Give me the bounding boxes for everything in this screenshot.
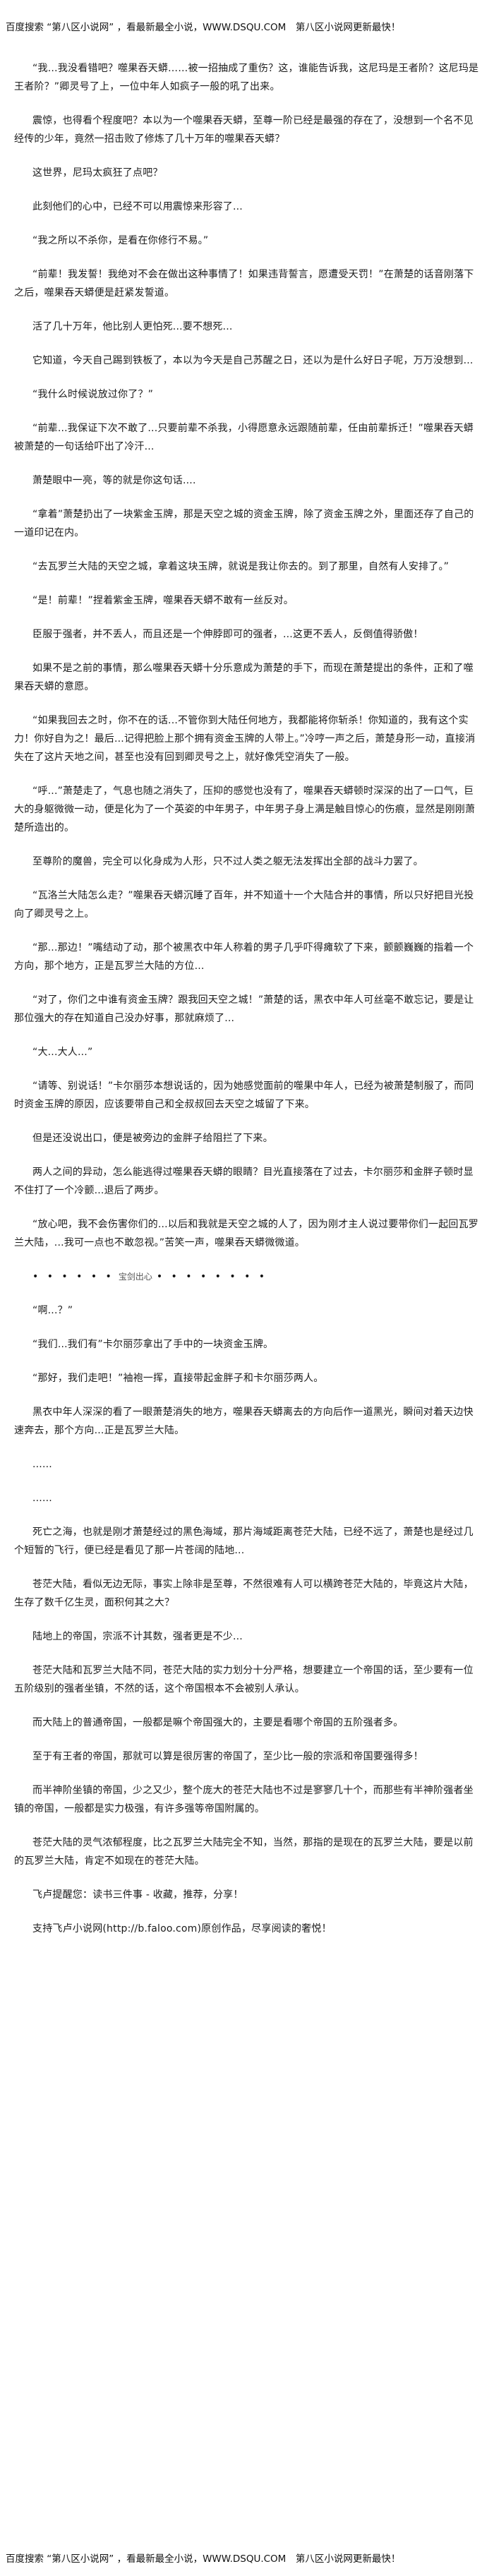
paragraph: 陆地上的帝国，宗派不计其数，强者更是不少...: [32, 1631, 243, 1642]
separator-dots-left: • • • • • •: [32, 1271, 114, 1282]
paragraph: “放心吧，我不会伤害你们的...以后和我就是天空之城的人了，因为刚才主人说过要带…: [14, 1219, 479, 1248]
paragraph: 而大陆上的普通帝国，一般都是嘛个帝国强大的，主要是看哪个帝国的五阶强者多。: [32, 1717, 404, 1728]
paragraph: 如果不是之前的事情，那么噬果吞天蟒十分乐意成为萧楚的手下，而现在萧楚提出的条件，…: [14, 663, 474, 692]
paragraph: 至尊阶的魔兽，完全可以化身成为人形，只不过人类之躯无法发挥出全部的战斗力罢了。: [32, 856, 423, 867]
paragraph: “那...那边！”嘴结动了动，那个被黑衣中年人称着的男子几乎吓得瘫软了下来，颤颤…: [14, 942, 474, 972]
footer-ad-banner: 百度搜索 “第八区小说网” ，看最新最全小说，WWW.DSQU.COM 第八区小…: [6, 2553, 401, 2565]
paragraph: 苍茫大陆和瓦罗兰大陆不同，苍茫大陆的实力划分十分严格，想要建立一个帝国的话，至少…: [14, 1665, 474, 1695]
separator-word: 宝剑出心: [118, 1272, 152, 1282]
paragraph: 死亡之海，也就是刚才萧楚经过的黑色海域，那片海域距离苍茫大陆，已经不远了，萧楚也…: [14, 1527, 474, 1556]
paragraph: “我什么时候说放过你了？”: [32, 389, 154, 400]
paragraph: “对了，你们之中谁有资金玉牌？跟我回天空之城！”萧楚的话，黑衣中年人可丝毫不敢忘…: [14, 994, 474, 1024]
paragraph: “我们...我们有”卡尔丽莎拿出了手中的一块资金玉牌。: [32, 1339, 274, 1350]
paragraph: “如果我回去之时，你不在的话...不管你到大陆任何地方，我都能将你斩杀！你知道的…: [14, 715, 476, 763]
paragraph: 臣服于强者，并不丢人，而且还是一个伸脖即可的强者，...这更不丢人，反倒值得骄傲…: [32, 629, 423, 640]
support-notice: 支持飞卢小说网(http://b.faloo.com)原创作品，尽享阅读的奢悦！: [32, 1923, 332, 1934]
paragraph: “呼...”萧楚走了，气息也随之消失了，压抑的感觉也没有了，噬果吞天蟒顿时深深的…: [14, 786, 476, 833]
paragraph: 黑衣中年人深深的看了一眼萧楚消失的地方，噬果吞天蟒离去的方向后作一道黑光，瞬间对…: [14, 1407, 474, 1436]
paragraph: 苍茫大陆的灵气浓郁程度，比之瓦罗兰大陆完全不知，当然，那指的是现在的瓦罗兰大陆，…: [14, 1837, 474, 1867]
paragraph: “是！前辈！”捏着紫金玉牌，噬果吞天蟒不敢有一丝反对。: [32, 595, 294, 606]
paragraph: “拿着”萧楚扔出了一块紫金玉牌，那是天空之城的资金玉牌，除了资金玉牌之外，里面还…: [14, 509, 474, 538]
ellipsis-line: ......: [32, 1459, 52, 1470]
paragraph: “去瓦罗兰大陆的天空之城，拿着这块玉牌，就说是我让你去的。到了那里，自然有人安排…: [32, 561, 450, 572]
paragraph: 活了几十万年，他比别人更怕死...要不想死...: [32, 321, 233, 332]
paragraph: “啊...？”: [32, 1305, 73, 1316]
ellipsis-line: ......: [32, 1493, 52, 1504]
chapter-content: “我…我没看错吧？噬果吞天蟒……被一招抽成了重伤？这，谁能告诉我，这尼玛是王者阶…: [14, 59, 480, 1954]
paragraph: 它知道，今天自己踢到铁板了，本以为今天是自己苏醒之日，还以为是什么好日子呢，万万…: [32, 355, 474, 366]
paragraph: “那好，我们走吧！”袖袍一挥，直接带起金胖子和卡尔丽莎两人。: [32, 1373, 324, 1384]
paragraph: 萧楚眼中一亮，等的就是你这句话....: [32, 475, 196, 486]
paragraph: 此刻他们的心中，已经不可以用震惊来形容了...: [32, 201, 243, 212]
paragraph: 至于有王者的帝国，那就可以算是很厉害的帝国了，至少比一般的宗派和帝国要强得多！: [32, 1751, 423, 1762]
section-separator: • • • • • • 宝剑出心 • • • • • • • •: [14, 1268, 480, 1286]
paragraph: “请等、别说话！”卡尔丽莎本想说话的，因为她感觉面前的噬果中年人，已经为被萧楚制…: [14, 1081, 474, 1110]
header-ad-banner: 百度搜索 “第八区小说网” ，看最新最全小说，WWW.DSQU.COM 第八区小…: [6, 22, 401, 33]
paragraph: 这世界，尼玛太疯狂了点吧？: [32, 167, 163, 179]
paragraph: 苍茫大陆，看似无边无际，事实上除非是至尊，不然很难有人可以横跨苍茫大陆的，毕竟这…: [14, 1579, 474, 1608]
separator-dots-right: • • • • • • • •: [156, 1271, 268, 1282]
paragraph: 两人之间的异动，怎么能逃得过噬果吞天蟒的眼睛？目光直接落在了过去，卡尔丽莎和金胖…: [14, 1167, 474, 1196]
paragraph: “大...大人...”: [32, 1047, 93, 1058]
paragraph: “我之所以不杀你，是看在你修行不易。”: [32, 235, 209, 246]
paragraph: 震惊，也得看个程度吧？本以为一个噬果吞天蟒，至尊一阶已经是最强的存在了，没想到一…: [14, 115, 474, 145]
paragraph: “我…我没看错吧？噬果吞天蟒……被一招抽成了重伤？这，谁能告诉我，这尼玛是王者阶…: [14, 63, 479, 92]
paragraph: “前辈...我保证下次不敢了...只要前辈不杀我，小得愿意永远跟随前辈，任由前辈…: [14, 423, 474, 452]
paragraph: 而半神阶坐镇的帝国，少之又少，整个庞大的苍茫大陆也不过是寥寥几十个，而那些有半神…: [14, 1785, 474, 1814]
paragraph: “前辈！我发誓！我绝对不会在做出这种事情了！如果违背誓言，愿遭受天罚！”在萧楚的…: [14, 269, 474, 299]
paragraph: “瓦洛兰大陆怎么走？”噬果吞天蟒沉睡了百年，并不知道十一个大陆合并的事情，所以只…: [14, 890, 474, 920]
reading-tip: 飞卢提醒您：读书三件事 - 收藏，推荐，分享！: [32, 1889, 243, 1901]
paragraph: 但是还没说出口，便是被旁边的金胖子给阻拦了下来。: [32, 1133, 273, 1144]
